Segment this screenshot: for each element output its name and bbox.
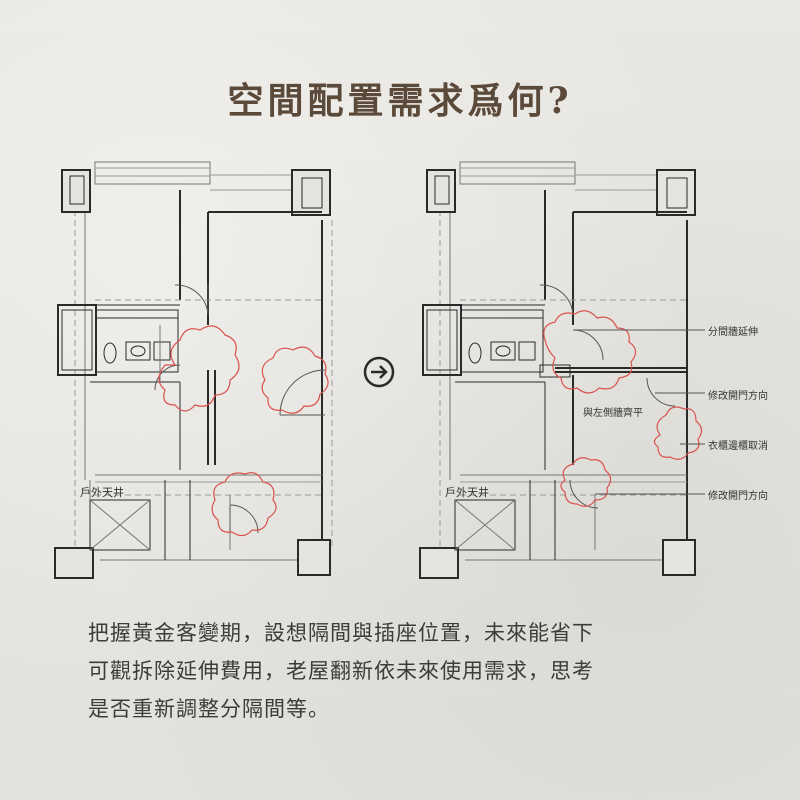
annotation-align-left-wall: 與左側牆齊平 — [583, 406, 643, 419]
arrow-right-circle-icon — [362, 355, 396, 389]
body-line: 是否重新調整分隔間等。 — [88, 697, 330, 721]
annotation-partition-extend: 分間牆延伸 — [708, 327, 758, 338]
body-paragraph: 把握黃金客變期，設想隔間與插座位置，未來能省下 可觀拆除延伸費用，老屋翻新依未來… — [88, 614, 728, 728]
left-courtyard-label: 戶外天井 — [80, 485, 124, 499]
floor-plan-before: 戶外天井 — [54, 161, 333, 579]
body-line: 可觀拆除延伸費用，老屋翻新依未來使用需求，思考 — [88, 659, 594, 683]
annotation-door-direction-1: 修改開門方向 — [708, 391, 768, 402]
page-title: 空間配置需求爲何? — [227, 80, 573, 122]
annotation-cabinet-removed: 衣櫃邊櫃取消 — [708, 441, 768, 452]
floor-plan-after: 戶外天井 與左側牆齊平 — [419, 161, 705, 579]
annotation-door-direction-2: 修改開門方向 — [708, 491, 768, 502]
body-line: 把握黃金客變期，設想隔間與插座位置，未來能省下 — [88, 621, 594, 645]
right-courtyard-label: 戶外天井 — [445, 485, 489, 499]
